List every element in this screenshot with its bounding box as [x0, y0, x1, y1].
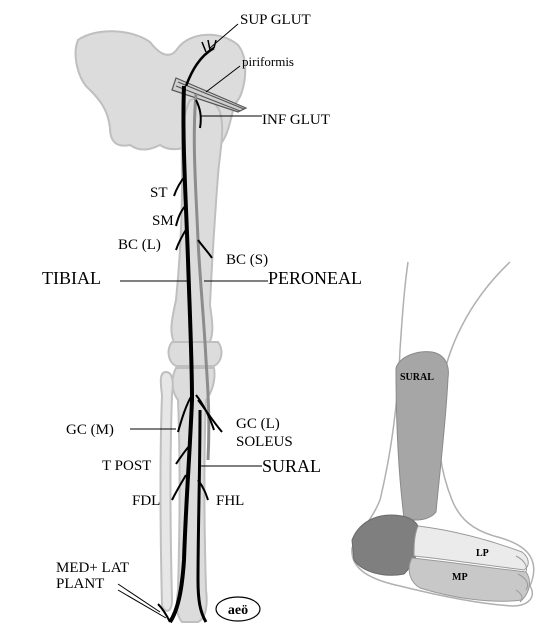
knee-joint [167, 341, 223, 367]
label-med-lat-plant-1: MED+ LAT [56, 560, 129, 576]
label-inf-glut: INF GLUT [262, 112, 330, 128]
foot-label-sural: SURAL [400, 372, 434, 383]
muscular-branches [157, 174, 223, 623]
lp-dermatome [413, 525, 529, 571]
label-sural: SURAL [262, 456, 321, 476]
label-st: ST [150, 185, 168, 201]
label-sm: SM [152, 213, 174, 229]
label-bc-l: BC (L) [118, 237, 161, 253]
label-gc-m: GC (M) [66, 422, 114, 438]
label-tibial: TIBIAL [42, 268, 101, 288]
label-soleus: SOLEUS [236, 434, 293, 450]
foot-label-lp: LP [476, 548, 489, 559]
signature-badge: aeö [215, 596, 261, 622]
label-piriformis: piriformis [242, 54, 294, 69]
label-peroneal: PERONEAL [268, 268, 362, 288]
fibula-bone [159, 370, 174, 612]
toe-lines [515, 555, 529, 603]
label-t-post: T POST [102, 458, 151, 474]
tibial-nerve [168, 85, 195, 624]
piriformis-muscle [171, 77, 248, 113]
label-gc-l: GC (L) [236, 416, 280, 432]
label-bc-s: BC (S) [226, 252, 268, 268]
plantar-nerve-branch [196, 409, 208, 623]
foot-illustration: SURAL LP MP [351, 261, 535, 607]
leader-lines [117, 23, 268, 619]
label-sup-glut: SUP GLUT [240, 12, 311, 28]
inf-glut-nerve [195, 99, 202, 129]
sural-dermatome [395, 351, 449, 521]
label-med-lat-plant-2: PLANT [56, 576, 104, 592]
skeleton [74, 30, 247, 623]
label-fhl: FHL [216, 493, 244, 509]
label-fdl: FDL [132, 493, 160, 509]
peroneal-nerve [192, 93, 211, 461]
foot-label-mp: MP [452, 572, 468, 583]
sup-glut-nerve [184, 46, 215, 87]
signature-text: aeö [228, 603, 248, 618]
